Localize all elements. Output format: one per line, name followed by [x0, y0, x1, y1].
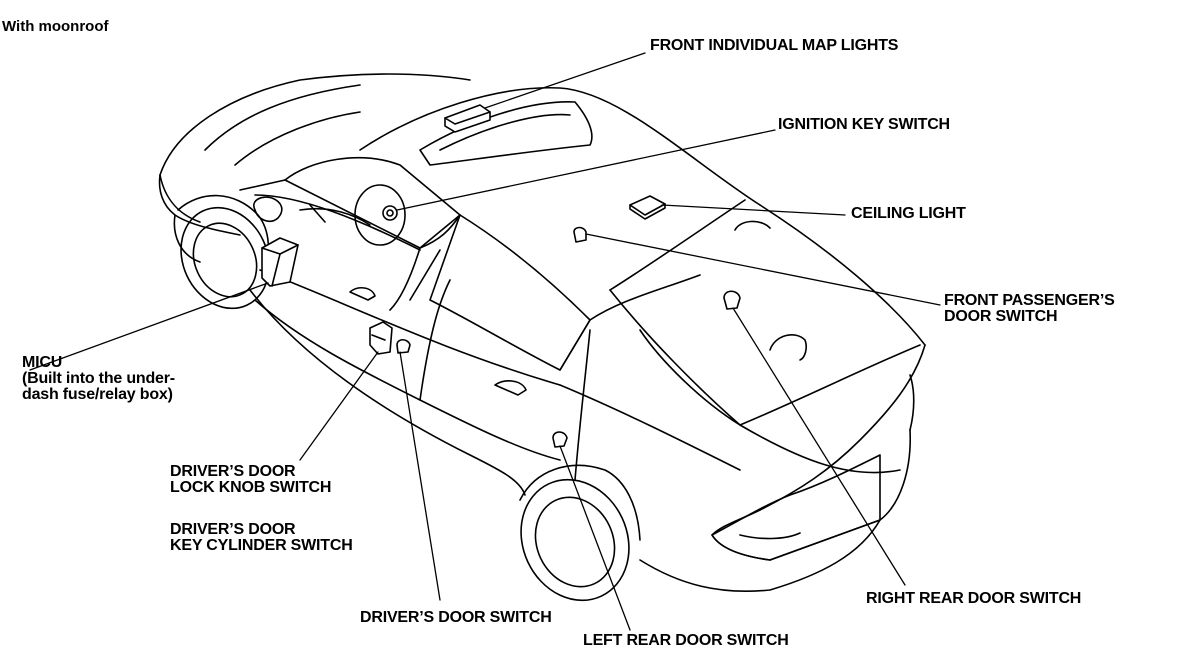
- label-left-rear-door-switch: LEFT REAR DOOR SWITCH: [583, 632, 789, 649]
- component-front-passenger-switch: [573, 226, 587, 243]
- label-drivers-key-cylinder-switch: DRIVER’S DOOR KEY CYLINDER SWITCH: [170, 522, 353, 554]
- component-left-rear-switch: [552, 431, 568, 448]
- leader-ignition: [396, 129, 776, 211]
- label-drivers-lock-knob-switch: DRIVER’S DOOR LOCK KNOB SWITCH: [170, 464, 331, 496]
- component-map-lights: [444, 104, 491, 133]
- leader-lock-knob: [299, 351, 379, 461]
- label-ceiling-light: CEILING LIGHT: [851, 205, 966, 222]
- leader-left-rear: [559, 445, 631, 631]
- label-ignition-key-switch: IGNITION KEY SWITCH: [778, 116, 950, 133]
- label-line: DRIVER’S DOOR: [170, 463, 296, 480]
- leader-drivers-door: [399, 351, 441, 601]
- leader-micu: [29, 282, 269, 371]
- component-micu: [261, 237, 299, 287]
- label-drivers-door-switch: DRIVER’S DOOR SWITCH: [360, 609, 552, 626]
- leader-right-rear: [732, 307, 906, 586]
- label-line: FRONT PASSENGER’S: [944, 292, 1115, 309]
- component-ceiling-light: [629, 195, 666, 220]
- label-front-passenger-door-switch: FRONT PASSENGER’S DOOR SWITCH: [944, 293, 1115, 325]
- leader-map-lights: [484, 52, 646, 109]
- label-line: (Built into the under-: [22, 370, 175, 387]
- label-micu: MICU (Built into the under- dash fuse/re…: [22, 355, 175, 403]
- car-body-outline: [158, 73, 926, 602]
- component-right-rear-switch: [723, 290, 741, 310]
- leader-front-passenger: [585, 233, 941, 306]
- component-ignition-switch: [382, 205, 398, 221]
- component-lock-knob-switch: [369, 321, 393, 355]
- label-front-map-lights: FRONT INDIVIDUAL MAP LIGHTS: [650, 37, 899, 54]
- label-line: LOCK KNOB SWITCH: [170, 479, 332, 496]
- diagram-caption: With moonroof: [2, 18, 109, 35]
- leader-ceiling: [661, 204, 846, 216]
- leader-lines: [29, 52, 941, 631]
- label-right-rear-door-switch: RIGHT REAR DOOR SWITCH: [866, 590, 1082, 607]
- label-line: DRIVER’S DOOR: [170, 521, 296, 538]
- label-line: MICU: [22, 354, 63, 371]
- label-line: dash fuse/relay box): [22, 386, 173, 403]
- label-line: KEY CYLINDER SWITCH: [170, 537, 353, 554]
- component-drivers-door-switch: [396, 338, 411, 354]
- label-line: DOOR SWITCH: [944, 308, 1058, 325]
